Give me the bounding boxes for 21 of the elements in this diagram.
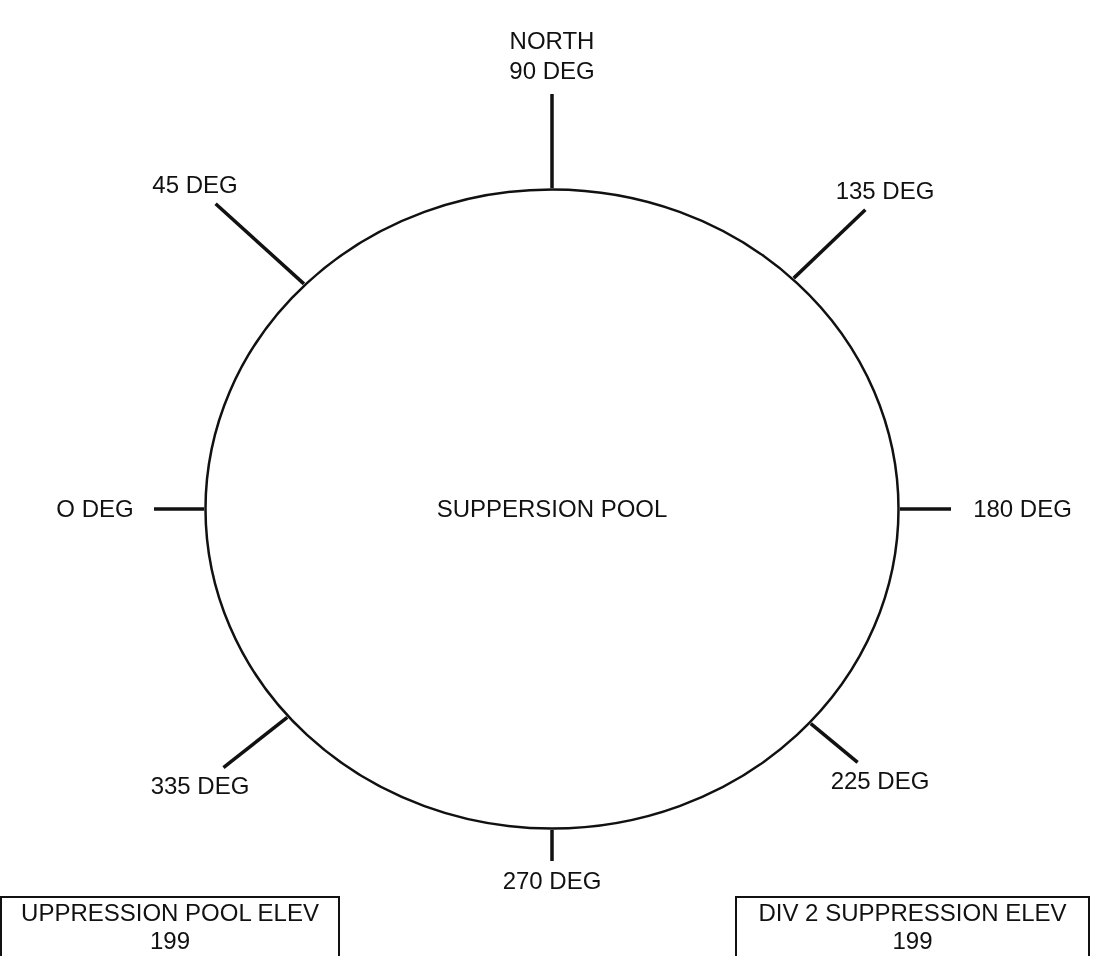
tick-line <box>550 830 554 861</box>
elevation-box <box>0 896 340 956</box>
angle-text: 270 DEG <box>502 866 602 896</box>
angle-text: 225 DEG <box>830 766 930 796</box>
angle-text: 335 DEG <box>150 771 250 801</box>
tick-line <box>222 715 289 769</box>
angle-text: 180 DEG <box>973 494 1072 524</box>
angle-text: NORTH 90 DEG <box>508 26 596 86</box>
box-text: UPPRESSION POOL ELEV 199 <box>20 899 320 955</box>
pool-label: SUPPERSION POOL <box>436 494 668 524</box>
box-text: DIV 2 SUPPRESSION ELEV 199 <box>757 899 1068 955</box>
angle-text: 135 DEG <box>835 176 935 206</box>
tick-line <box>809 722 859 764</box>
elevation-box <box>735 896 1090 956</box>
angle-text: 45 DEG <box>152 170 238 200</box>
tick-line <box>214 202 306 286</box>
tick-line <box>550 94 554 188</box>
tick-line <box>154 507 204 511</box>
tick-line <box>900 507 951 511</box>
tick-line <box>792 208 867 280</box>
angle-text: O DEG <box>56 494 134 524</box>
